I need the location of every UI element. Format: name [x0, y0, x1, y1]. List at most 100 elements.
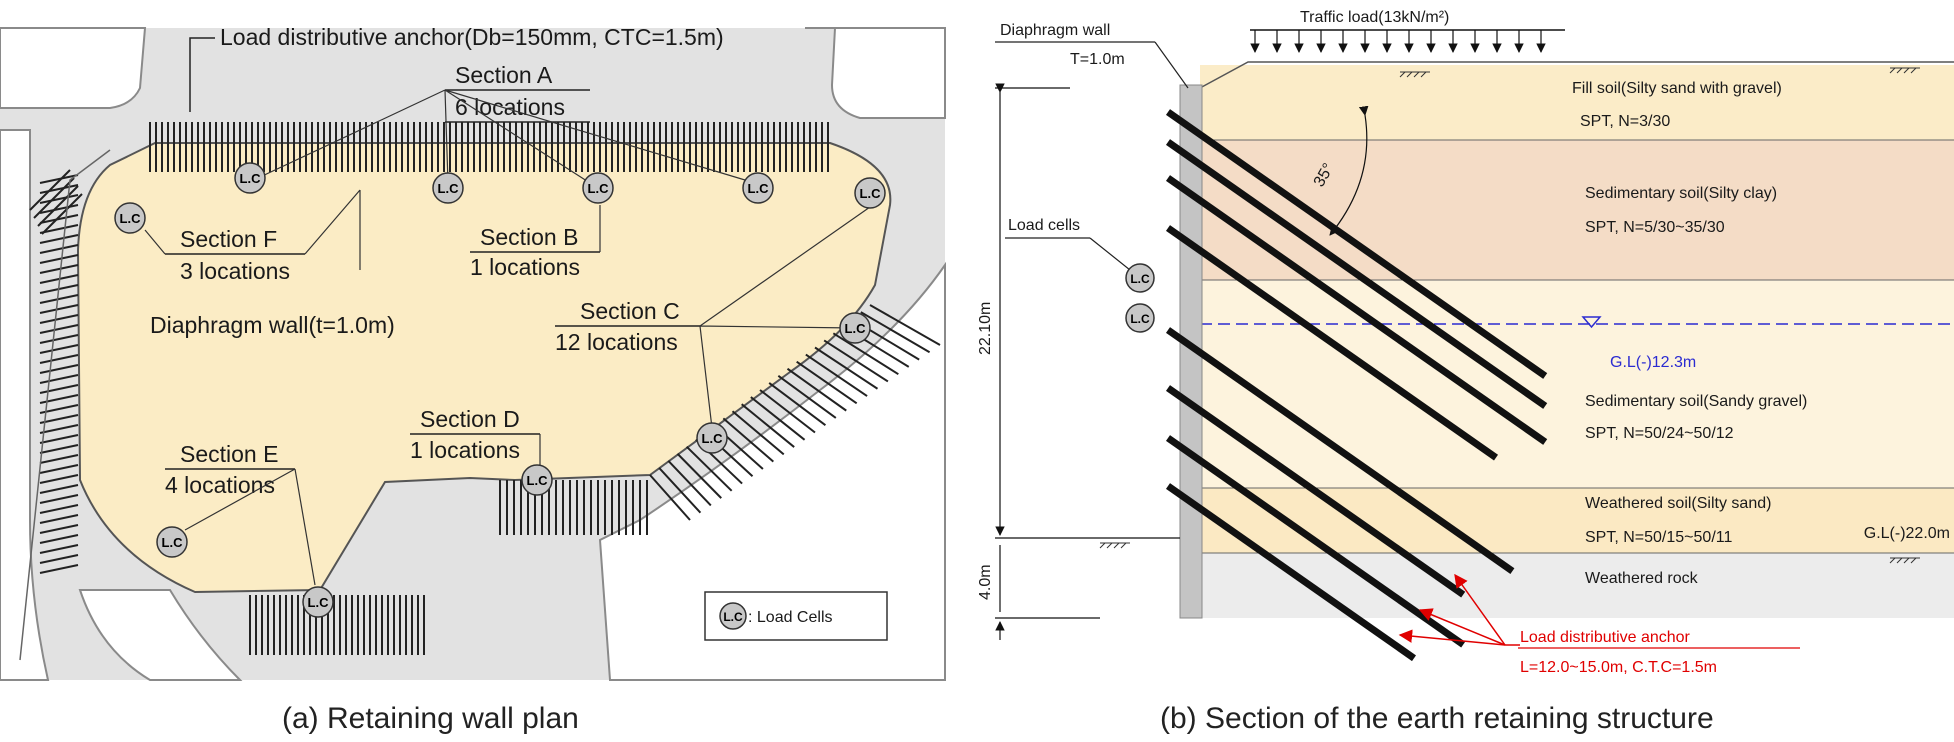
anchor-hatch-line: [39, 434, 79, 444]
ground-symbols: [1099, 67, 1920, 564]
anchor-hatch-line: [786, 367, 847, 412]
anchor-hatch-line: [39, 484, 79, 494]
plan-load-cells: L.C L.C L.C L.C L.C L.C L.C L.C L.C L.C …: [114, 162, 886, 618]
anchor-hatch-line: [39, 234, 79, 244]
anchor-hatch-line: [39, 364, 79, 374]
anchor-hatch-line: [39, 304, 79, 314]
anchor-hatch-line: [39, 244, 79, 254]
svg-text:Traffic load(13kN/m²): Traffic load(13kN/m²): [1300, 9, 1449, 26]
anchor-hatch-line: [39, 294, 79, 304]
anchor-hatch-line: [731, 410, 785, 456]
anchor-bar: [1165, 327, 1515, 574]
anchor-hatch-line: [39, 204, 79, 214]
load-cell-marker: L.C: [582, 172, 614, 204]
svg-text:1 locations: 1 locations: [470, 254, 580, 280]
plan-wall-label: Diaphragm wall(t=1.0m): [150, 312, 395, 338]
svg-text:L.C: L.C: [1130, 272, 1150, 286]
angle-arc: [1329, 105, 1369, 236]
plan-top-label: Load distributive anchor(Db=150mm, CTC=1…: [220, 24, 724, 50]
anchor-hatch-line: [39, 334, 79, 344]
svg-text:Section B: Section B: [480, 224, 578, 250]
load-cell-marker: L.C: [696, 422, 728, 454]
anchor-hatch-line: [39, 444, 79, 454]
anchor-hatch-line: [39, 514, 79, 524]
anchor-hatch-line: [649, 474, 691, 521]
retaining-wall-plan: Load distributive anchor(Db=150mm, CTC=1…: [0, 24, 946, 735]
section-b-label: Section B 1 locations: [470, 205, 601, 280]
anchor-hatch-line: [676, 453, 722, 499]
layer-sandy-gravel: [1200, 280, 1954, 488]
anchor-hatch-line: [39, 544, 79, 554]
anchor-hatch-line: [39, 214, 79, 224]
anchor-hatch-line: [39, 554, 79, 564]
anchor-hatch-line: [823, 339, 889, 383]
section-d-label: Section D 1 locations: [410, 406, 541, 466]
boundary-line: [19, 149, 111, 661]
svg-text:SPT, N=3/30: SPT, N=3/30: [1580, 113, 1670, 130]
anchor-hatch-line: [39, 424, 79, 434]
svg-text:SPT, N=50/15~50/11: SPT, N=50/15~50/11: [1585, 529, 1732, 546]
top-label-leader: [189, 37, 215, 112]
anchor-hatch-line: [777, 375, 837, 419]
plan-caption: (a) Retaining wall plan: [282, 702, 579, 735]
layer-labels: Fill soil(Silty sand with gravel) SPT, N…: [1572, 80, 1807, 587]
section-a-label: Section A 6 locations: [257, 62, 756, 184]
anchor-bar: [1165, 435, 1466, 648]
svg-text:L.C: L.C: [162, 535, 184, 550]
svg-text:4 locations: 4 locations: [165, 472, 275, 498]
section-caption: (b) Section of the earth retaining struc…: [1160, 702, 1714, 735]
layer-weathered-rock: [1200, 553, 1954, 618]
svg-text:Fill soil(Silty sand with grav: Fill soil(Silty sand with gravel): [1572, 80, 1782, 97]
svg-text:Sedimentary soil(Sandy gravel): Sedimentary soil(Sandy gravel): [1585, 393, 1807, 410]
svg-text:L.C: L.C: [1130, 312, 1150, 326]
section-c-label: Section C 12 locations: [555, 206, 871, 429]
anchor-hatch-line: [39, 454, 79, 464]
anchor-hatch-line: [39, 414, 79, 424]
svg-text:Section D: Section D: [420, 406, 520, 432]
anchor-hatch-line: [667, 460, 712, 507]
svg-text:Sedimentary soil(Silty clay): Sedimentary soil(Silty clay): [1585, 185, 1777, 202]
anchor-hatch-line: [39, 174, 79, 184]
anchor-hatch-line: [39, 224, 79, 234]
anchor-hatch-line: [658, 467, 702, 514]
anchor-spec: L=12.0~15.0m, C.T.C=1.5m: [1520, 659, 1717, 676]
svg-text:L.C: L.C: [120, 211, 142, 226]
svg-text:L.C: L.C: [702, 431, 724, 446]
load-cell-marker: L.C: [156, 526, 188, 558]
anchor-hatch-top: [149, 122, 829, 172]
section-wall-title: Diaphragm wall: [1000, 22, 1110, 39]
svg-text:SPT, N=5/30~35/30: SPT, N=5/30~35/30: [1585, 219, 1725, 236]
svg-text:12 locations: 12 locations: [555, 329, 678, 355]
anchor-callout: [1398, 573, 1520, 646]
anchor-hatch-line: [685, 445, 733, 492]
load-cell-marker: L.C: [839, 312, 871, 344]
svg-text:L.C: L.C: [748, 181, 770, 196]
anchor-hatch-line: [39, 324, 79, 334]
anchor-bar: [1165, 483, 1417, 662]
svg-text:L.C: L.C: [588, 181, 610, 196]
svg-text:: Load Cells: : Load Cells: [748, 609, 833, 626]
site-outline: [76, 142, 892, 594]
anchor-hatch-line: [39, 524, 79, 534]
anchor-hatch-line: [39, 194, 79, 204]
load-cell-marker: L.C: [742, 172, 774, 204]
anchor-hatch-line: [39, 354, 79, 364]
anchor-hatch-line: [805, 353, 868, 397]
svg-text:Section C: Section C: [580, 298, 680, 324]
bottom-level-label: G.L(-)22.0m: [1864, 525, 1950, 542]
svg-text:Weathered rock: Weathered rock: [1585, 570, 1699, 587]
svg-text:L.C: L.C: [308, 595, 330, 610]
anchor-hatch-line: [768, 382, 827, 427]
plan-legend: L.C : Load Cells: [704, 591, 888, 641]
svg-text:3 locations: 3 locations: [180, 258, 290, 284]
layer-silty-clay: [1200, 140, 1954, 280]
section-e-label: Section E 4 locations: [165, 441, 316, 586]
anchor-label: Load distributive anchor: [1520, 629, 1691, 646]
svg-text:L.C: L.C: [438, 181, 460, 196]
anchor-hatch-line: [860, 311, 931, 354]
load-cell-marker: L.C: [854, 177, 886, 209]
anchors: [1165, 109, 1548, 662]
svg-text:L.C: L.C: [860, 186, 882, 201]
section-load-cell-marker: L.C: [1125, 263, 1155, 293]
earth-retaining-section: G.L(-)12.3m Traffic load(13kN/m²) Diaphr…: [977, 9, 1954, 735]
